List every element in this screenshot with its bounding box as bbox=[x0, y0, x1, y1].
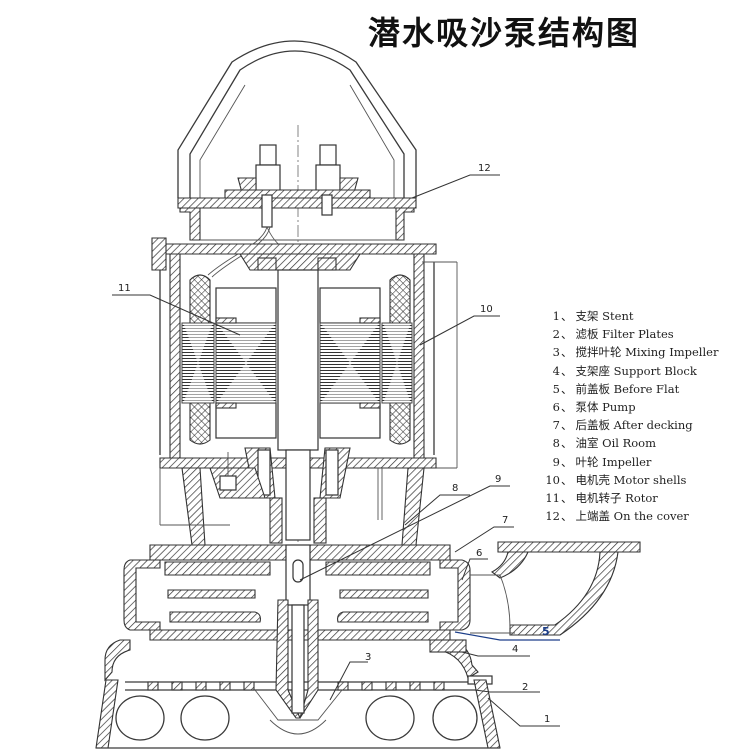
legend-item: 7、后盖板 After decking bbox=[552, 418, 693, 433]
legend-item: 2、滤板 Filter Plates bbox=[552, 327, 674, 342]
motor-flange bbox=[151, 237, 437, 271]
motor-shell bbox=[159, 253, 458, 469]
diagram-title: 潜水吸沙泵结构图 bbox=[368, 14, 641, 52]
legend-item: 5、前盖板 Before Flat bbox=[552, 381, 680, 396]
callout-10: 10 bbox=[480, 304, 493, 315]
stand bbox=[95, 679, 501, 749]
motor-stator-rotor bbox=[181, 269, 413, 451]
legend-item: 10、电机壳 Motor shells bbox=[545, 472, 687, 487]
callout-1: 1 bbox=[544, 714, 550, 725]
callouts: 12 10 11 8 9 7 6 5 4 3 2 1 bbox=[112, 163, 560, 727]
legend-item: 3、搅拌叶轮 Mixing Impeller bbox=[552, 345, 719, 360]
pump-body bbox=[123, 544, 471, 641]
callout-8: 8 bbox=[452, 483, 458, 494]
filter-plate-slots bbox=[147, 681, 445, 691]
mixing-impeller bbox=[254, 599, 343, 735]
callout-12: 12 bbox=[478, 163, 491, 174]
callout-5: 5 bbox=[542, 625, 550, 638]
legend-item: 1、支架 Stent bbox=[552, 309, 634, 323]
legend-item: 12、上端盖 On the cover bbox=[545, 509, 689, 524]
legend-item: 11、电机转子 Rotor bbox=[545, 490, 658, 505]
oil-room bbox=[149, 447, 451, 561]
lifting-handle bbox=[177, 40, 417, 198]
callout-2: 2 bbox=[522, 682, 528, 693]
callout-11: 11 bbox=[118, 283, 131, 294]
legend-item: 6、泵体 Pump bbox=[552, 399, 636, 414]
legend-item: 9、叶轮 Impeller bbox=[552, 454, 652, 469]
discharge-elbow bbox=[470, 541, 641, 636]
top-cover bbox=[177, 144, 417, 278]
legend-item: 8、油室 Oil Room bbox=[552, 436, 657, 451]
callout-4: 4 bbox=[512, 644, 518, 655]
callout-7: 7 bbox=[502, 515, 508, 526]
legend-item: 4、支架座 Support Block bbox=[552, 363, 697, 378]
callout-6: 6 bbox=[476, 548, 482, 559]
callout-3: 3 bbox=[365, 652, 371, 663]
parts-legend: 1、支架 Stent 2、滤板 Filter Plates 3、搅拌叶轮 Mix… bbox=[536, 307, 718, 525]
callout-9: 9 bbox=[495, 474, 501, 485]
